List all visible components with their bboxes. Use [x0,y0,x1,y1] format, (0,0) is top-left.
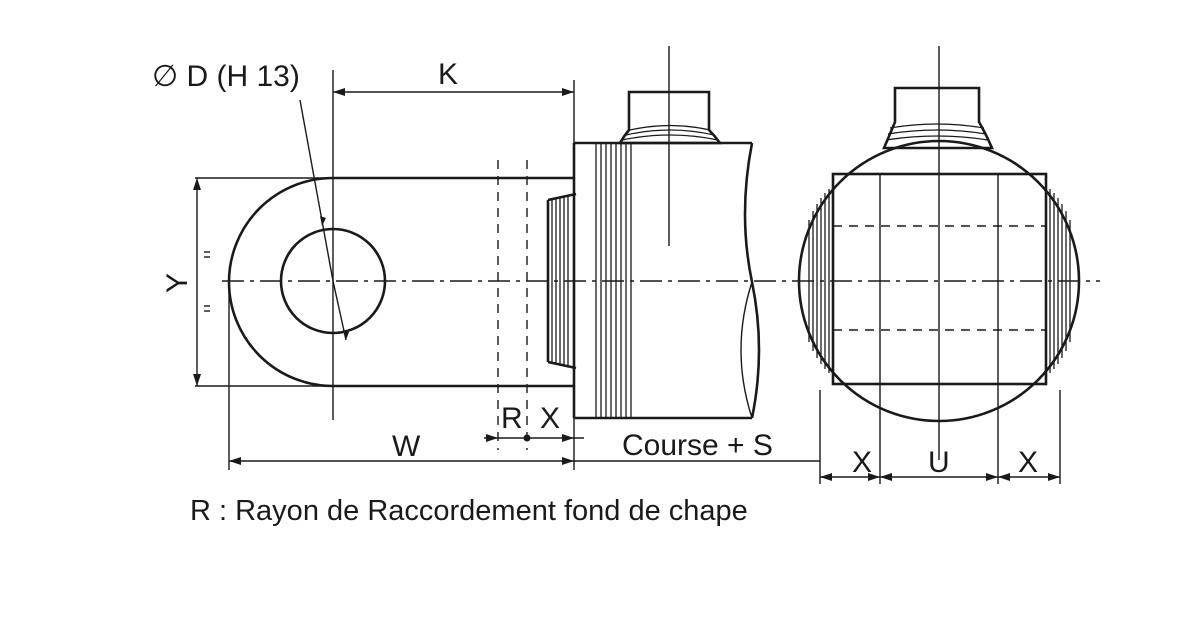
x-label-left: X [540,402,560,435]
dimension-x-u-x [820,473,1060,481]
cylinder-side-view [546,46,761,470]
dimension-k [333,88,574,96]
r-label: R [501,402,523,435]
caption: R : Rayon de Raccordement fond de chape [190,495,748,527]
stroke-label: Course + S [622,429,773,462]
port-thread-lines [621,124,719,141]
dimension-w [229,457,574,465]
cylinder-end-view [797,46,1081,484]
clevis-outline [227,176,574,388]
port-fitting [617,90,723,145]
end-view-left-hatch [808,189,830,373]
break-line [740,281,753,419]
end-view-port-thread [885,123,989,141]
dimension-y [193,177,333,387]
w-label: W [392,430,421,463]
end-view-port-fitting [882,86,994,150]
x-label-end-left: X [852,446,872,479]
k-label: K [438,58,458,91]
y-label: Y [161,273,194,293]
u-label: U [928,446,950,479]
dimension-diameter-leader [299,99,349,341]
x-label-end-right: X [1018,446,1038,479]
dimension-r-x [484,434,584,442]
diameter-label: ∅ D (H 13) [152,60,300,93]
